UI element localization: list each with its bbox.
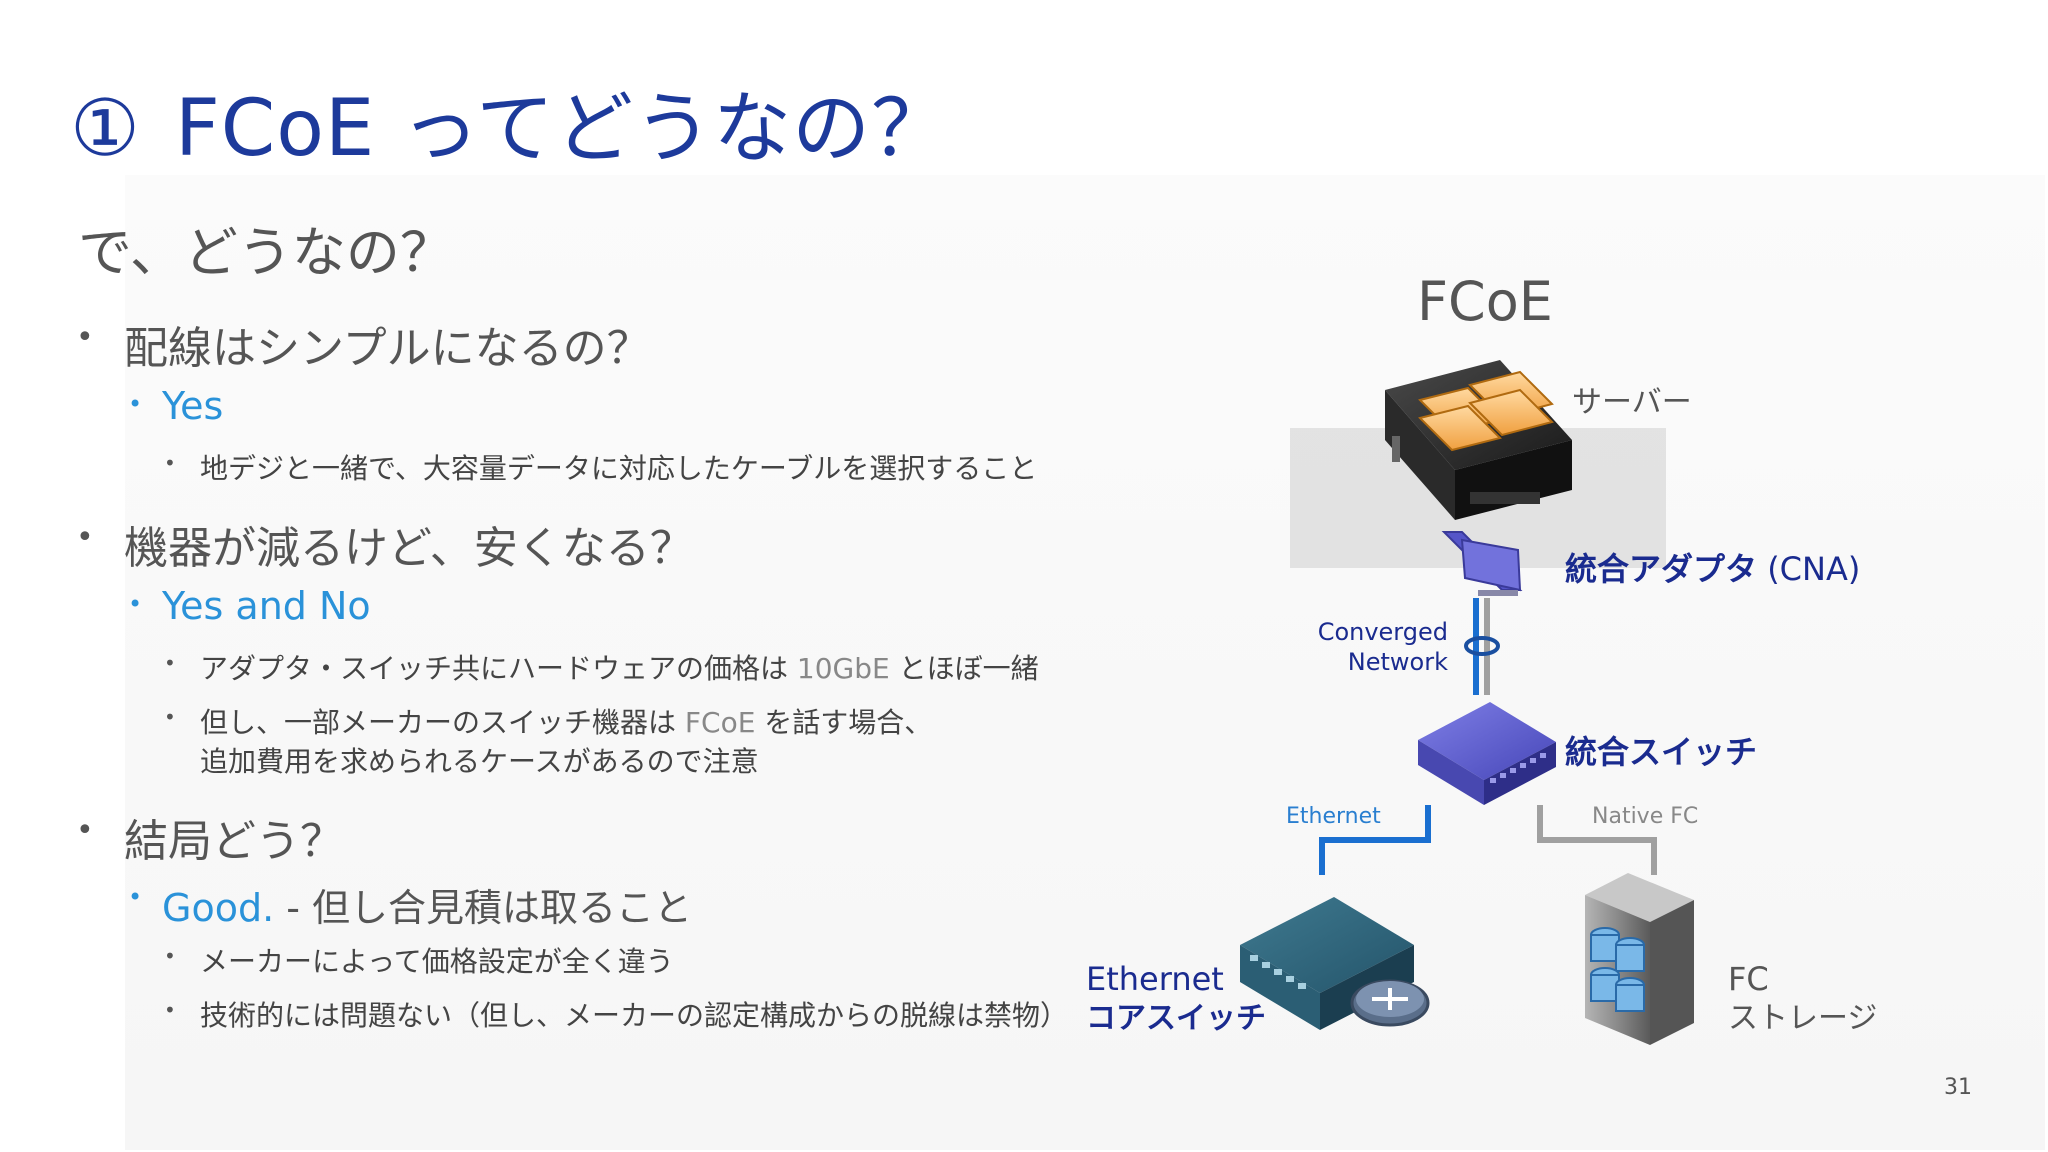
bullet-dot: • — [76, 320, 94, 355]
bullet-conclusion-question: • 結局どう？ — [76, 813, 344, 867]
bullet-dot: • — [128, 883, 143, 911]
server-label: サーバー — [1572, 385, 1692, 420]
bullet-dot: • — [128, 590, 143, 618]
unified-switch-icon — [1418, 702, 1556, 805]
title-text: FCoE ってどうなの？ — [174, 84, 951, 174]
slide-title: ① FCoE ってどうなの？ — [70, 66, 950, 178]
bullet-dot: • — [164, 451, 176, 475]
title-number: ① — [70, 84, 141, 174]
ethernet-link-label: Ethernet — [1286, 804, 1381, 829]
slide-background — [125, 175, 2045, 1150]
bullet-cost-detail-1: • アダプタ・スイッチ共にハードウェアの価格は 10GbE とほぼ一緒 — [164, 651, 1039, 685]
bullet-cost-detail-2: • 但し、一部メーカーのスイッチ機器は FCoE を話す場合、 — [164, 705, 933, 739]
cna-card-icon — [1441, 531, 1523, 596]
unified-switch-label: 統合スイッチ — [1565, 733, 1757, 771]
storage-label-2: ストレージ — [1728, 1001, 1877, 1036]
bullet-cost-answer: • Yes and No — [128, 584, 371, 628]
native-fc-link-line — [1537, 805, 1657, 875]
bullet-conclusion-detail-1: • メーカーによって価格設定が全く違う — [164, 944, 674, 978]
bullet-dot: • — [128, 390, 143, 418]
converged-link-loop — [1464, 636, 1500, 656]
section-heading: で、どうなの？ — [78, 221, 454, 284]
native-fc-link-label: Native FC — [1592, 804, 1698, 829]
bullet-dot: • — [164, 998, 176, 1022]
bullet-dot: • — [76, 813, 94, 848]
diagram-title: FCoE — [1417, 270, 1553, 333]
storage-label-1: FC — [1728, 960, 1769, 998]
bullet-wiring-answer: • Yes — [128, 384, 224, 428]
bullet-conclusion-answer: • Good. - 但し合見積は取ること — [128, 883, 693, 930]
bullet-dot: • — [164, 651, 176, 675]
ethernet-link-line — [1319, 805, 1431, 875]
bullet-dot: • — [164, 705, 176, 729]
bullet-conclusion-detail-2: • 技術的には問題ない（但し、メーカーの認定構成からの脱線は禁物） — [164, 998, 1069, 1032]
bullet-dot: • — [76, 520, 94, 555]
page-number: 31 — [1944, 1075, 1972, 1100]
core-switch-label-1: Ethernet — [1086, 960, 1224, 998]
server-icon — [1385, 360, 1572, 520]
cna-label: 統合アダプタ (CNA) — [1565, 550, 1860, 588]
core-switch-label-2: コアスイッチ — [1086, 1001, 1266, 1036]
converged-label-2: Network — [1348, 648, 1448, 676]
core-switch-icon — [1240, 897, 1430, 1030]
bullet-cost-question: • 機器が減るけど、安くなる？ — [76, 520, 694, 574]
bullet-cost-detail-2-line2: 追加費用を求められるケースがあるので注意 — [200, 745, 759, 778]
bullet-dot: • — [164, 944, 176, 968]
bullet-wiring-detail: • 地デジと一緒で、大容量データに対応したケーブルを選択すること — [164, 451, 1038, 485]
converged-label-1: Converged — [1318, 618, 1448, 646]
fc-storage-icon — [1585, 873, 1694, 1045]
bullet-wiring-question: • 配線はシンプルになるの？ — [76, 320, 651, 374]
